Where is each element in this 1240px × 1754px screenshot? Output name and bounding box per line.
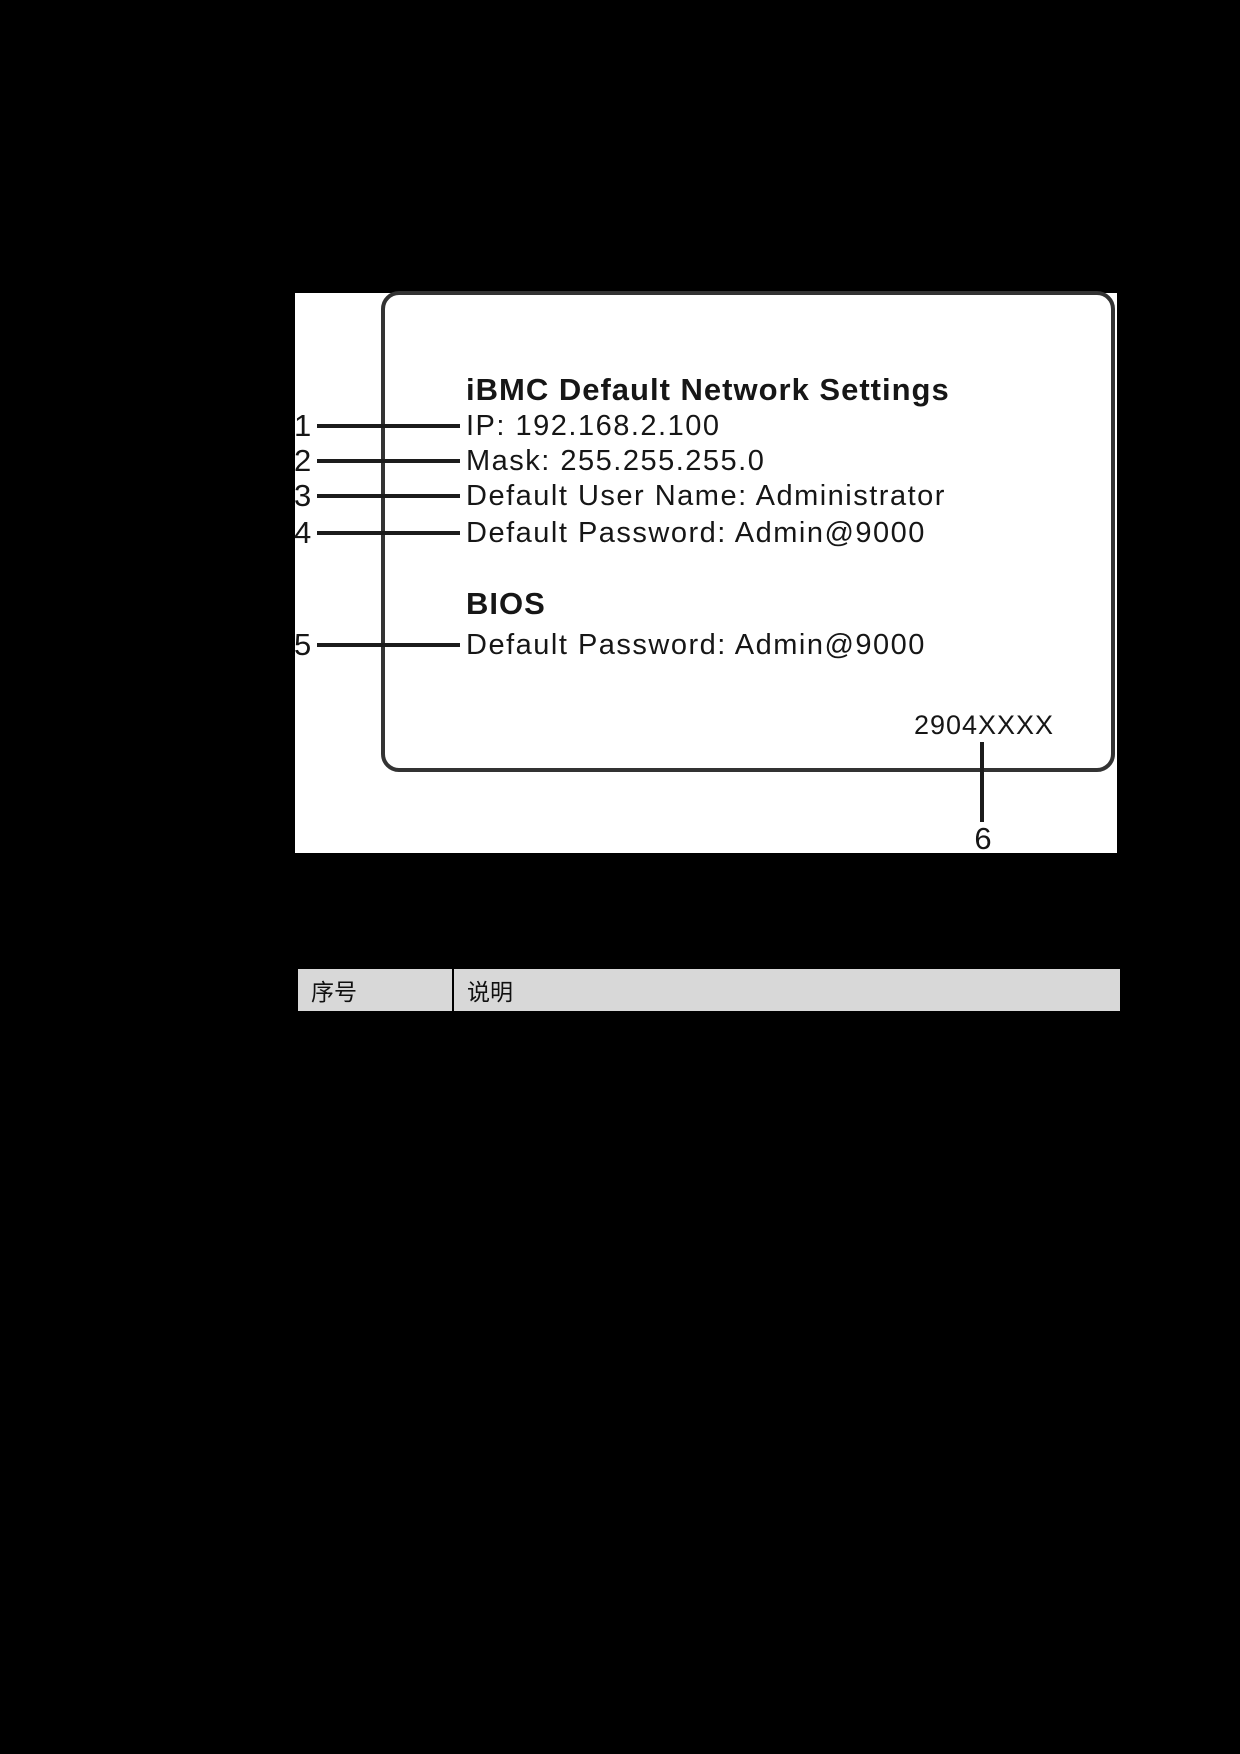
label-row-ip: IP: 192.168.2.100 [466, 410, 721, 442]
label-row-password: Default Password: Admin@9000 [466, 517, 926, 549]
table-header-row: 序号 说明 [296, 967, 1122, 1013]
callout-number-1: 1 [294, 408, 312, 443]
serial-number-text: 2904XXXX [913, 710, 1055, 740]
label-row-username: Default User Name: Administrator [466, 480, 946, 512]
callout-number-5: 5 [294, 627, 312, 662]
leader-line-1 [317, 424, 460, 428]
callout-number-4: 4 [294, 515, 312, 550]
leader-line-3 [317, 494, 460, 498]
label-bios-heading: BIOS [466, 586, 546, 621]
callout-number-3: 3 [294, 478, 312, 513]
table-header-col-description: 说明 [467, 979, 513, 1005]
leader-line-4 [317, 531, 460, 535]
label-row-mask: Mask: 255.255.255.0 [466, 445, 766, 477]
leader-line-2 [317, 459, 460, 463]
leader-line-5 [317, 643, 460, 647]
table-header-col-number: 序号 [298, 969, 454, 1011]
leader-line-6 [980, 742, 984, 822]
callout-number-2: 2 [294, 443, 312, 478]
label-title: iBMC Default Network Settings [466, 372, 950, 407]
label-row-bios-password: Default Password: Admin@9000 [466, 629, 926, 661]
callout-number-6: 6 [974, 821, 992, 856]
